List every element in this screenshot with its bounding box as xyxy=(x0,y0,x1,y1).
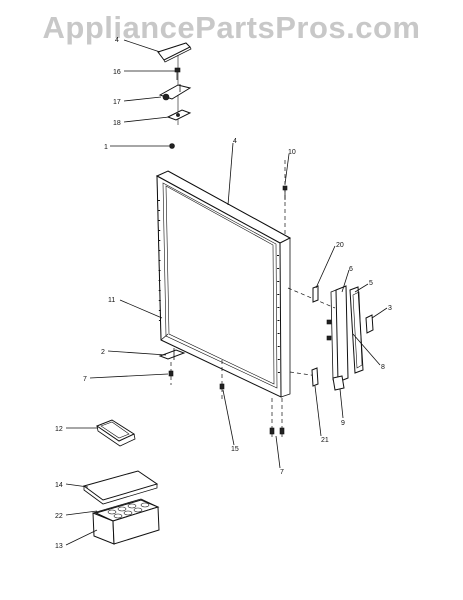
callout-3: 3 xyxy=(388,305,392,312)
door-gasket-part xyxy=(158,199,280,386)
callout-11: 11 xyxy=(108,297,115,304)
handle-insert-3-part xyxy=(365,314,374,334)
ice-bin-13-part xyxy=(92,498,160,545)
callout-7-bottom: 7 xyxy=(280,469,284,476)
callout-13: 13 xyxy=(55,543,63,550)
hinge-shim-part xyxy=(166,109,192,121)
screw-7b-part xyxy=(269,427,275,435)
watermark-logo: AppliancePartsPros.com xyxy=(42,10,421,45)
callout-9: 9 xyxy=(341,420,345,427)
callout-14: 14 xyxy=(55,482,63,489)
callout-21: 21 xyxy=(321,437,329,444)
hinge-cover-part xyxy=(157,42,192,63)
leader-lines xyxy=(65,39,388,546)
callout-labels: 4 16 17 18 1 4 10 20 6 5 3 8 11 2 7 9 21… xyxy=(55,37,392,550)
handle-bracket-21-part xyxy=(311,367,319,387)
screw-7-part xyxy=(168,370,174,377)
screw-10-part xyxy=(282,185,288,200)
callout-5: 5 xyxy=(369,280,373,287)
door-panel-part xyxy=(155,170,292,398)
callout-2: 2 xyxy=(101,349,105,356)
hinge-screw-part xyxy=(174,67,181,80)
screw-15-part xyxy=(219,383,225,390)
callout-8: 8 xyxy=(381,364,385,371)
callout-15: 15 xyxy=(231,446,239,453)
callout-22: 22 xyxy=(55,513,63,520)
callout-16: 16 xyxy=(113,69,121,76)
handle-bracket-20-part xyxy=(312,285,319,303)
ice-tray-lid-14-part xyxy=(82,470,159,505)
handle-screw-9-part xyxy=(332,375,345,391)
handle-6-part xyxy=(326,285,349,383)
screw-7c-part xyxy=(279,427,285,435)
top-hinge-part xyxy=(158,84,192,101)
lower-hinge-2-part xyxy=(158,348,186,360)
screw-1-part xyxy=(169,143,175,149)
callout-20: 20 xyxy=(336,242,344,249)
tray-12-part xyxy=(95,419,136,447)
callout-18: 18 xyxy=(113,120,121,127)
callout-4-door: 4 xyxy=(233,138,237,145)
handle-trim-5-part xyxy=(349,286,364,374)
callout-4-top: 4 xyxy=(115,37,119,44)
callout-10: 10 xyxy=(288,149,296,156)
callout-12: 12 xyxy=(55,426,63,433)
callout-1: 1 xyxy=(104,144,108,151)
callout-6: 6 xyxy=(349,266,353,273)
callout-17: 17 xyxy=(113,99,121,106)
callout-7-left: 7 xyxy=(83,376,87,383)
